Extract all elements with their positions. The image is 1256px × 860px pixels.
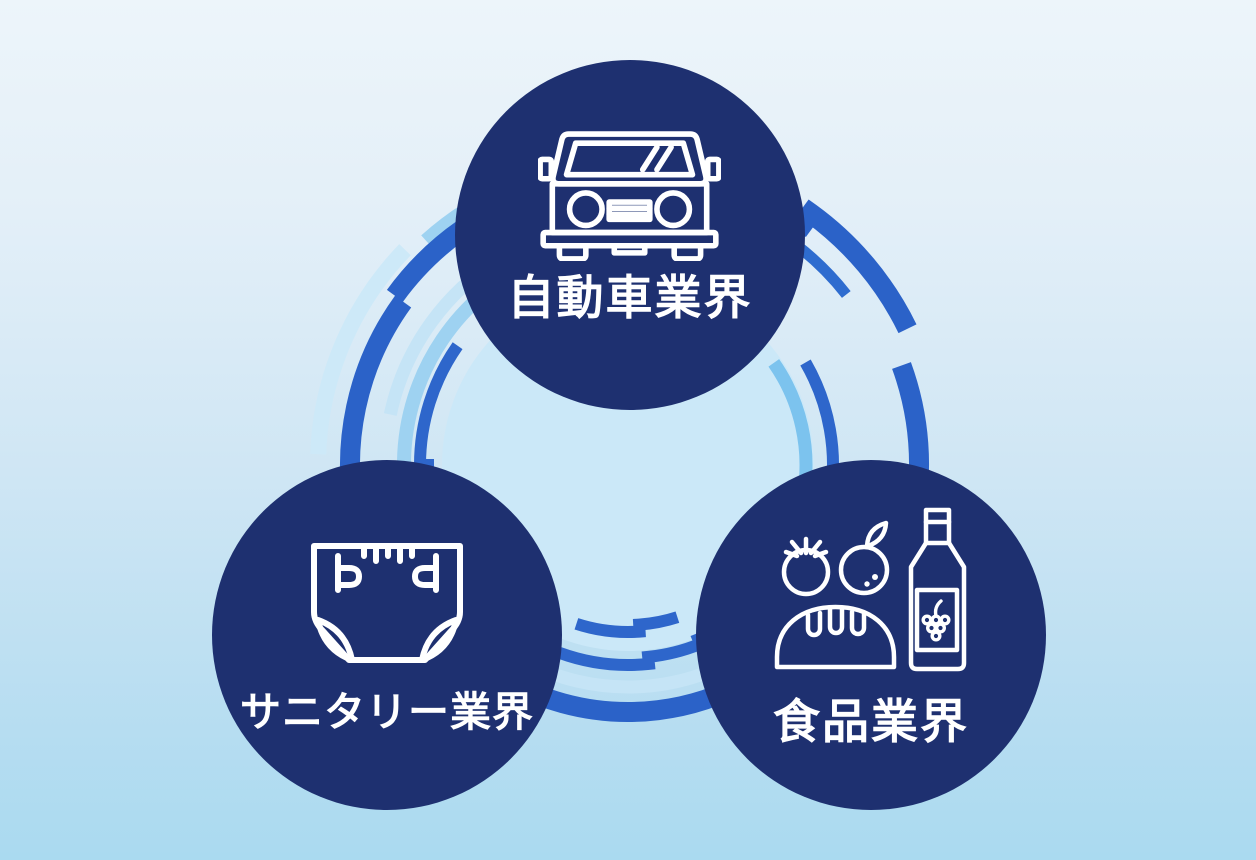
node-label-food: 食品業界 xyxy=(773,695,969,748)
diaper-icon xyxy=(311,543,463,663)
node-sanitary: サニタリー業界 xyxy=(212,460,562,810)
car-icon xyxy=(538,131,721,261)
node-label-sanitary: サニタリー業界 xyxy=(240,689,534,735)
ring-arc-pale-outer xyxy=(310,244,411,455)
ring-arc-med-inner xyxy=(574,611,680,638)
node-label-automotive: 自動車業界 xyxy=(507,271,753,324)
node-food: 食品業界 xyxy=(696,460,1046,810)
food-icon xyxy=(774,507,967,672)
node-automotive: 自動車業界 xyxy=(455,60,805,410)
